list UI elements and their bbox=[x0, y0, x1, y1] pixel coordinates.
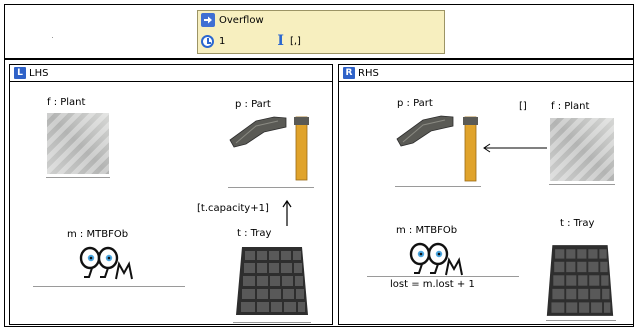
rhs-plant-image[interactable] bbox=[550, 118, 614, 181]
rhs-canvas[interactable] bbox=[338, 81, 634, 325]
rhs-title: RHS bbox=[358, 67, 379, 79]
lhs-part-underline bbox=[228, 187, 314, 188]
clock-icon bbox=[201, 34, 214, 48]
lhs-canvas[interactable] bbox=[9, 81, 333, 325]
header-separator bbox=[5, 58, 633, 60]
header-dot bbox=[52, 37, 53, 38]
lhs-tab: L LHS bbox=[14, 66, 48, 80]
rhs-part-label[interactable]: p : Part bbox=[397, 98, 433, 109]
rhs-part-image[interactable] bbox=[395, 113, 481, 185]
rhs-tray-underline bbox=[546, 320, 616, 321]
lhs-tray-image[interactable] bbox=[234, 245, 310, 317]
rhs-mtbf-underline bbox=[367, 276, 519, 277]
rhs-tray-image[interactable] bbox=[545, 243, 615, 318]
rhs-tab: R RHS bbox=[343, 66, 379, 80]
lhs-mtbf-label[interactable]: m : MTBFOb bbox=[67, 229, 129, 240]
lhs-plant-underline bbox=[46, 177, 110, 178]
lhs-mtbf-underline bbox=[33, 286, 185, 287]
lhs-up-arrow bbox=[282, 199, 292, 226]
letter-l-icon: L bbox=[14, 67, 26, 79]
rule-multiplicity[interactable]: [,] bbox=[289, 35, 301, 47]
lhs-plant-image[interactable] bbox=[47, 113, 109, 174]
rhs-plant-label[interactable]: f : Plant bbox=[551, 101, 590, 112]
rule-name-row: Overflow bbox=[201, 12, 264, 28]
ibeam-icon: I bbox=[277, 33, 284, 49]
rhs-mtbf-assignment[interactable]: lost = m.lost + 1 bbox=[390, 279, 475, 290]
rule-name[interactable]: Overflow bbox=[219, 14, 264, 26]
rhs-mtbf-label[interactable]: m : MTBFOb bbox=[396, 225, 458, 236]
rhs-part-underline bbox=[395, 186, 481, 187]
lhs-part-image[interactable] bbox=[228, 114, 314, 184]
rhs-multiplicity[interactable]: [] bbox=[519, 101, 527, 112]
lhs-plant-label[interactable]: f : Plant bbox=[47, 97, 86, 108]
letter-r-icon: R bbox=[343, 67, 355, 79]
rhs-plant-underline bbox=[549, 184, 615, 185]
lhs-tray-underline bbox=[233, 322, 311, 323]
rule-header-box[interactable] bbox=[197, 10, 445, 54]
rhs-link-arrow bbox=[483, 143, 547, 153]
lhs-tray-constraint[interactable]: [t.capacity+1] bbox=[197, 203, 269, 214]
rhs-mtbf-icon[interactable] bbox=[408, 242, 466, 276]
lhs-title: LHS bbox=[29, 67, 49, 79]
lhs-tray-label[interactable]: t : Tray bbox=[237, 228, 272, 239]
lhs-mtbf-icon[interactable] bbox=[78, 246, 136, 280]
rule-arrow-icon bbox=[201, 13, 215, 27]
rhs-tray-label[interactable]: t : Tray bbox=[560, 218, 595, 229]
rule-meta-row: 1 I [,] bbox=[201, 33, 301, 49]
rule-priority[interactable]: 1 bbox=[219, 35, 226, 47]
lhs-part-label[interactable]: p : Part bbox=[235, 99, 271, 110]
